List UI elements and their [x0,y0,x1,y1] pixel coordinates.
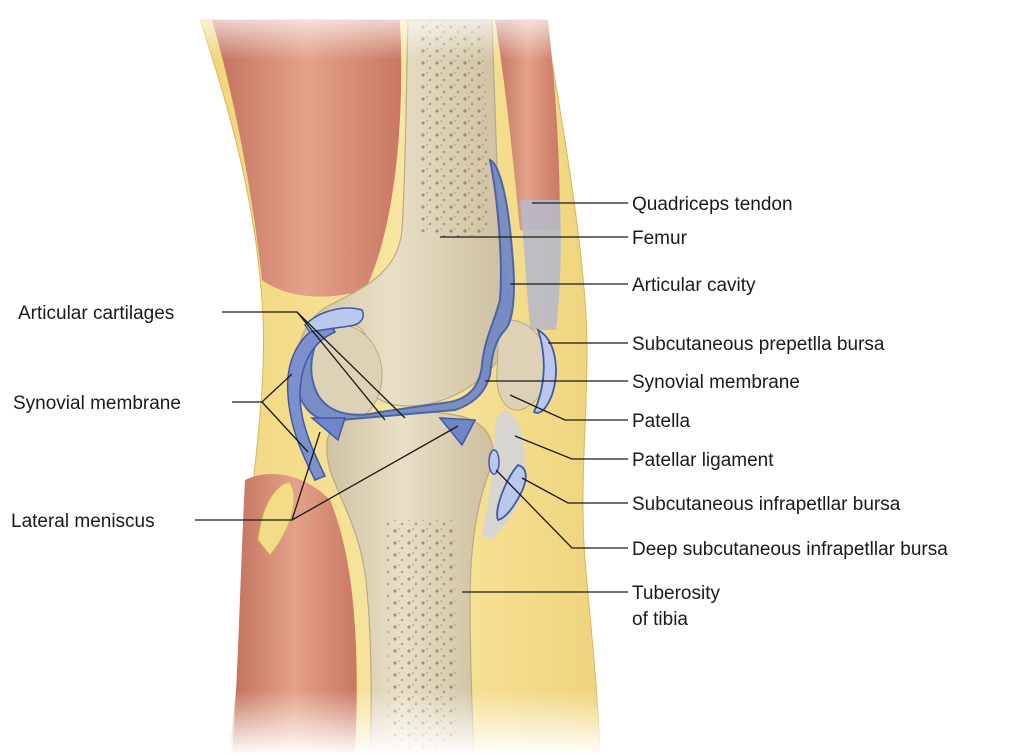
label-quadriceps-tendon: Quadriceps tendon [632,194,793,215]
label-synovial-membrane-right: Synovial membrane [632,372,800,393]
fade-top [180,0,620,60]
label-synovial-membrane-left: Synovial membrane [13,393,181,414]
label-articular-cavity: Articular cavity [632,275,756,296]
label-deep-subcutaneous-infrapatellar-bursa: Deep subcutaneous infrapetllar bursa [632,539,948,560]
label-tuberosity-line2: of tibia [632,609,688,630]
label-patellar-ligament: Patellar ligament [632,450,774,471]
fade-bottom [180,690,620,755]
label-articular-cartilages: Articular cartilages [18,303,174,324]
label-femur: Femur [632,228,688,249]
label-lateral-meniscus: Lateral meniscus [11,511,155,532]
deep-infrapatellar-bursa [489,450,499,474]
label-subcutaneous-infrapatellar-bursa: Subcutaneous infrapetllar bursa [632,494,901,515]
label-subcutaneous-prepatellar-bursa: Subcutaneous prepetlla bursa [632,334,885,355]
label-patella: Patella [632,411,691,432]
label-tuberosity-line1: Tuberosity [632,583,720,604]
